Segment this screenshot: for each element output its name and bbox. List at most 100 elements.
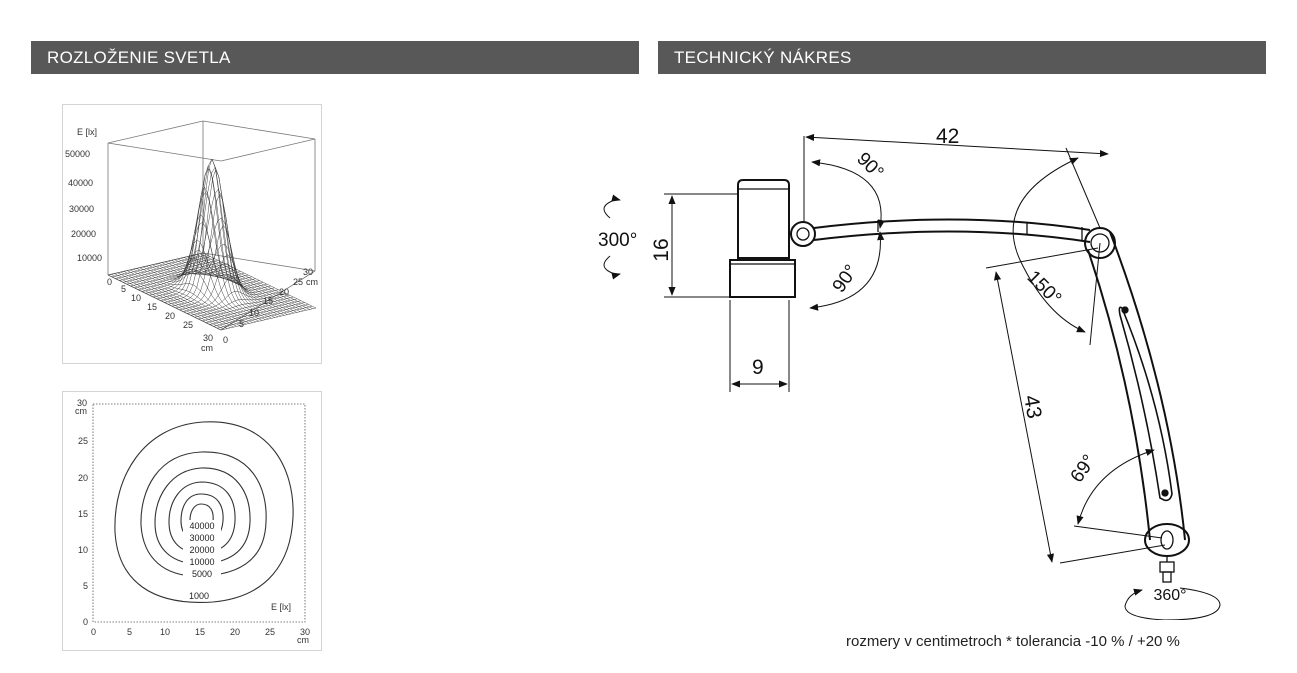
contour-level-labels: 40000 30000 20000 10000 5000 1000 <box>183 520 221 601</box>
head-joint <box>1144 523 1190 583</box>
side-tick: 25 <box>293 277 303 287</box>
light-distribution-header: ROZLOŽENIE SVETLA <box>31 41 639 74</box>
angle-head-label: 69° <box>1067 451 1101 487</box>
z-tick: 0 <box>107 277 112 287</box>
side-tick: 5 <box>239 319 244 329</box>
lamp-base <box>729 179 796 298</box>
light-distribution-title: ROZLOŽENIE SVETLA <box>47 48 231 67</box>
side-tick: 20 <box>279 287 289 297</box>
side-ticks: 30 25 cm 20 15 10 5 0 <box>223 267 318 345</box>
y-tick: 0 <box>83 617 88 627</box>
lower-arm <box>1087 231 1186 541</box>
dim-16-label: 16 <box>650 238 673 261</box>
z-tick: 10000 <box>77 253 102 263</box>
surface-line <box>138 267 234 290</box>
technical-drawing-title: TECHNICKÝ NÁKRES <box>674 48 852 67</box>
contour-1000 <box>114 421 294 603</box>
x-tick: 0 <box>91 627 96 637</box>
angle-elbow-label: 150° <box>1023 267 1066 310</box>
surface-line <box>194 294 290 318</box>
contour-plot-panel: 30 cm 25 20 15 10 5 0 0 5 10 15 20 25 30… <box>62 391 322 651</box>
dim-43-label: 43 <box>1019 393 1046 420</box>
side-tick: 0 <box>223 335 228 345</box>
surface-line <box>145 221 260 322</box>
surface-plot: E [lx] 50000 40000 30000 20000 10000 0 5… <box>65 120 318 353</box>
surface-line <box>198 296 294 320</box>
contour-plot: 30 cm 25 20 15 10 5 0 0 5 10 15 20 25 30… <box>75 398 310 645</box>
surface-line <box>190 293 286 316</box>
y-tick: 30 <box>77 398 87 408</box>
level-label: 30000 <box>189 533 214 543</box>
rotation-300-top-arrow <box>603 194 621 219</box>
x-unit: cm <box>297 635 309 645</box>
surface-line <box>171 193 268 307</box>
surface-line <box>213 304 309 327</box>
surface-line <box>209 302 305 325</box>
z-tick: 20000 <box>71 229 96 239</box>
angle-90-down-arc <box>809 231 885 311</box>
contour-legend: E [lx] <box>271 602 291 612</box>
surface-line <box>179 254 275 311</box>
y-tick: 10 <box>78 545 88 555</box>
surface-line <box>160 165 256 301</box>
side-tick: 10 <box>249 308 259 318</box>
technical-drawing-header: TECHNICKÝ NÁKRES <box>658 41 1266 74</box>
y-tick: 20 <box>78 473 88 483</box>
dim-42-line <box>805 133 1109 158</box>
x-tick: 25 <box>265 627 275 637</box>
y-tick: 15 <box>78 509 88 519</box>
surface-line <box>119 258 215 281</box>
surface-line <box>107 252 204 276</box>
angle-150-arc <box>1012 157 1086 333</box>
front-tick: 25 <box>183 320 193 330</box>
x-tick: 15 <box>195 627 205 637</box>
angle-top-down-label: 90° <box>829 261 863 297</box>
surface-line <box>187 291 283 314</box>
level-label: 1000 <box>189 591 209 601</box>
front-ticks: 5 10 15 20 25 30 cm <box>121 284 213 353</box>
z-ticks: 50000 40000 30000 20000 10000 0 <box>65 149 112 287</box>
z-axis-label: E [lx] <box>77 127 97 137</box>
surface-line <box>153 214 249 298</box>
dim-42-label: 42 <box>936 125 959 148</box>
surface-line <box>123 260 219 283</box>
level-label: 20000 <box>189 545 214 555</box>
surface-mesh <box>107 158 317 331</box>
front-tick: 5 <box>121 284 126 294</box>
upper-arm <box>813 218 1091 243</box>
surface-line <box>145 258 241 294</box>
x-tick: 10 <box>160 627 170 637</box>
surface-line <box>164 158 260 303</box>
angle-top-up-label: 90° <box>852 149 887 184</box>
surface-line <box>115 256 211 279</box>
front-unit: cm <box>201 343 213 353</box>
top-joint <box>789 221 816 247</box>
angle-69-arc <box>1076 449 1155 525</box>
dim-42-ext-right <box>1065 147 1101 229</box>
level-label: 10000 <box>189 557 214 567</box>
surface-line <box>205 300 301 323</box>
rotation-base-label: 300° <box>598 230 637 251</box>
level-label: 5000 <box>192 569 212 579</box>
surface-line <box>126 261 222 285</box>
x-tick: 5 <box>127 627 132 637</box>
front-tick: 30 <box>203 333 213 343</box>
surface-line <box>202 298 298 322</box>
dimensions-footnote: rozmery v centimetroch * tolerancia -10 … <box>846 633 1180 650</box>
surface-line <box>130 263 226 287</box>
x-tick: 20 <box>230 627 240 637</box>
z-tick: 40000 <box>68 178 93 188</box>
y-tick: 25 <box>78 436 88 446</box>
y-tick: 5 <box>83 581 88 591</box>
surface-line <box>175 225 271 309</box>
contour-y-ticks: 30 cm 25 20 15 10 5 0 <box>75 398 88 627</box>
front-tick: 20 <box>165 311 175 321</box>
surface-line <box>111 254 207 278</box>
angle-90-up-arc <box>811 159 885 229</box>
surface-plot-panel: E [lx] 50000 40000 30000 20000 10000 0 5… <box>62 104 322 364</box>
side-tick: 30 <box>303 267 313 277</box>
contour-x-ticks: 0 5 10 15 20 25 30 cm <box>91 627 310 645</box>
surface-line <box>126 270 241 326</box>
dim-43-line <box>994 271 1054 563</box>
surface-line <box>168 168 264 305</box>
